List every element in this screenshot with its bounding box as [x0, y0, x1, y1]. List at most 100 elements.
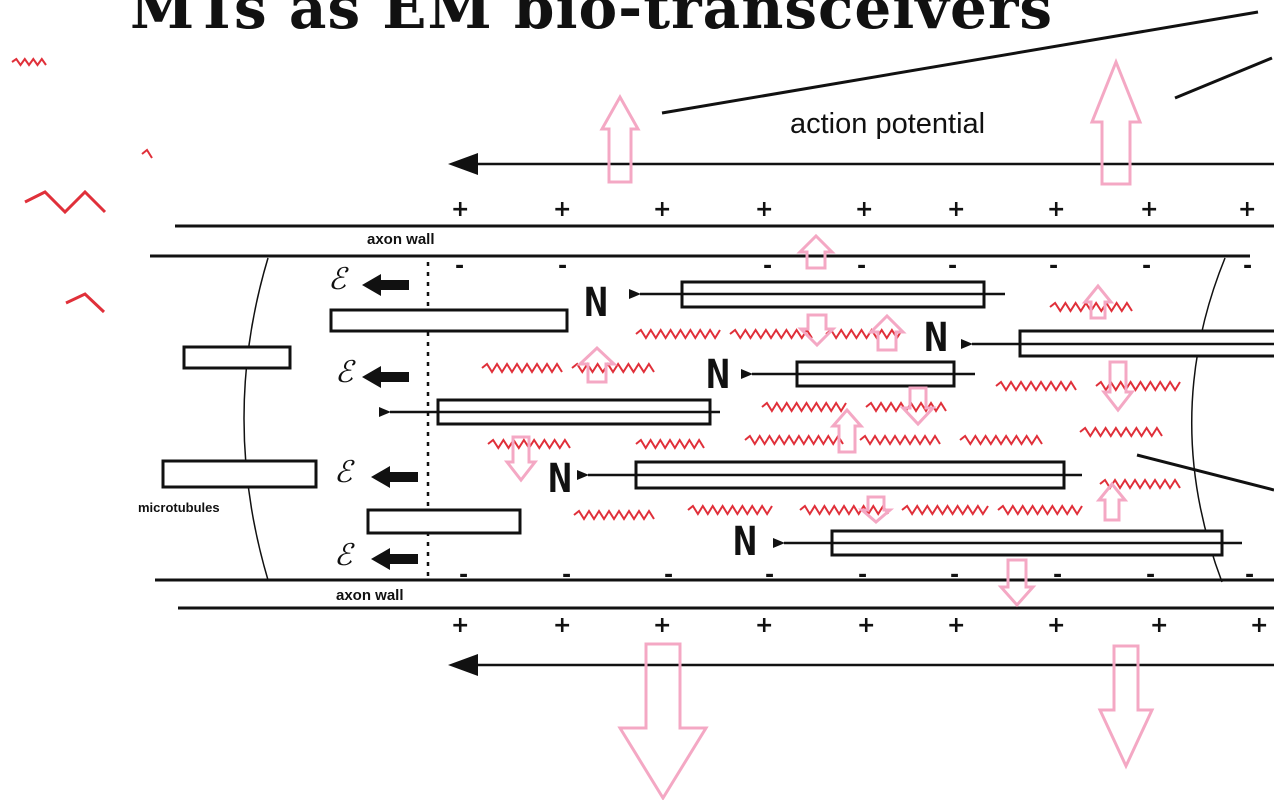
n-label: N	[733, 519, 758, 565]
pointer-line	[1136, 453, 1274, 492]
field-arrow	[867, 313, 907, 352]
plus-sign: +	[947, 197, 966, 222]
field-arrow	[829, 407, 865, 454]
microtubule-3	[741, 360, 975, 388]
em-wave	[24, 189, 107, 215]
minus-sign: -	[950, 563, 960, 588]
minus-sign: -	[1245, 563, 1255, 588]
em-wave	[65, 292, 106, 314]
plus-sign: +	[1250, 613, 1269, 638]
minus-sign: -	[1243, 254, 1253, 279]
microtubule-2	[961, 329, 1274, 358]
field-arrow	[599, 93, 641, 184]
em-wave	[687, 504, 773, 516]
em-wave-group	[11, 57, 1181, 521]
minus-sign: -	[459, 563, 469, 588]
field-arrow	[857, 495, 895, 524]
field-arrow	[1089, 57, 1143, 186]
em-wave	[11, 57, 47, 67]
em-wave	[799, 504, 889, 516]
e-label: ℰ	[328, 262, 347, 297]
axon-wall-label-bottom: axon wall	[336, 587, 404, 604]
field-arrow	[1097, 644, 1155, 770]
microtubule-6	[773, 529, 1242, 557]
minus-sign: -	[858, 563, 868, 588]
field-arrow	[576, 345, 618, 384]
em-wave	[1079, 426, 1163, 438]
em-wave	[901, 504, 989, 516]
em-wave	[1099, 478, 1181, 490]
plus-sign: +	[947, 613, 966, 638]
em-wave	[825, 328, 903, 340]
plus-sign: +	[1047, 197, 1066, 222]
field-arrow	[899, 386, 937, 427]
plus-sign: +	[855, 197, 874, 222]
em-wave	[573, 509, 655, 521]
action-potential-arrow-bottom	[448, 654, 1274, 676]
microtubules-label: microtubules	[138, 500, 220, 515]
em-wave	[997, 504, 1083, 516]
action-potential-arrow-top	[448, 153, 1274, 175]
plus-sign: +	[857, 613, 876, 638]
field-arrow	[796, 233, 836, 270]
minus-sign: -	[1142, 254, 1152, 279]
pointer-line	[661, 10, 1259, 115]
axon-cross-section-left	[243, 257, 269, 581]
em-wave	[571, 362, 655, 374]
em-wave	[481, 362, 563, 374]
em-wave	[729, 328, 813, 340]
plus-sign: +	[451, 197, 470, 222]
n-label: N	[548, 456, 573, 502]
minus-sign: -	[857, 254, 867, 279]
plus-sign: +	[1238, 197, 1257, 222]
e-field-arrows	[362, 274, 418, 570]
plus-sign: +	[553, 197, 572, 222]
minus-sign: -	[1146, 563, 1156, 588]
axon-wall-label-top: axon wall	[367, 231, 435, 248]
microtubule-5	[577, 460, 1082, 490]
minus-sign: -	[455, 254, 465, 279]
minus-sign: -	[1053, 563, 1063, 588]
minus-sign: -	[562, 563, 572, 588]
em-wave	[635, 438, 705, 450]
field-arrow	[1081, 283, 1115, 320]
em-wave	[744, 434, 844, 446]
plus-sign: +	[1140, 197, 1159, 222]
microtubule-4	[379, 398, 720, 426]
plus-sign: +	[653, 613, 672, 638]
plus-sign: +	[553, 613, 572, 638]
plus-sign: +	[451, 613, 470, 638]
em-wave	[141, 148, 153, 159]
e-label: ℰ	[335, 355, 354, 390]
minus-sign: -	[558, 254, 568, 279]
field-arrow	[797, 313, 837, 348]
field-arrow	[997, 558, 1037, 608]
em-wave	[635, 328, 721, 340]
minus-sign: -	[765, 563, 775, 588]
minus-sign: -	[763, 254, 773, 279]
n-label: N	[924, 315, 949, 361]
minus-sign: -	[948, 254, 958, 279]
plus-sign: +	[755, 197, 774, 222]
plus-sign: +	[653, 197, 672, 222]
diagram-title: MTs as EM bio-transceivers	[130, 0, 1054, 42]
microtubule-1	[629, 280, 1005, 309]
minus-sign: -	[664, 563, 674, 588]
field-arrow	[617, 642, 709, 800]
microtubule-fragments	[161, 308, 569, 535]
pointer-line	[1174, 56, 1273, 100]
plus-sign: +	[1150, 613, 1169, 638]
e-label: ℰ	[334, 538, 353, 573]
plus-sign: +	[755, 613, 774, 638]
field-arrow	[1095, 481, 1129, 522]
em-wave	[859, 434, 941, 446]
n-label: N	[584, 280, 609, 326]
em-wave	[995, 380, 1077, 392]
e-label: ℰ	[334, 455, 353, 490]
minus-sign: -	[1049, 254, 1059, 279]
action-potential-label: action potential	[790, 108, 986, 140]
em-wave	[959, 434, 1043, 446]
field-arrow	[503, 435, 539, 483]
